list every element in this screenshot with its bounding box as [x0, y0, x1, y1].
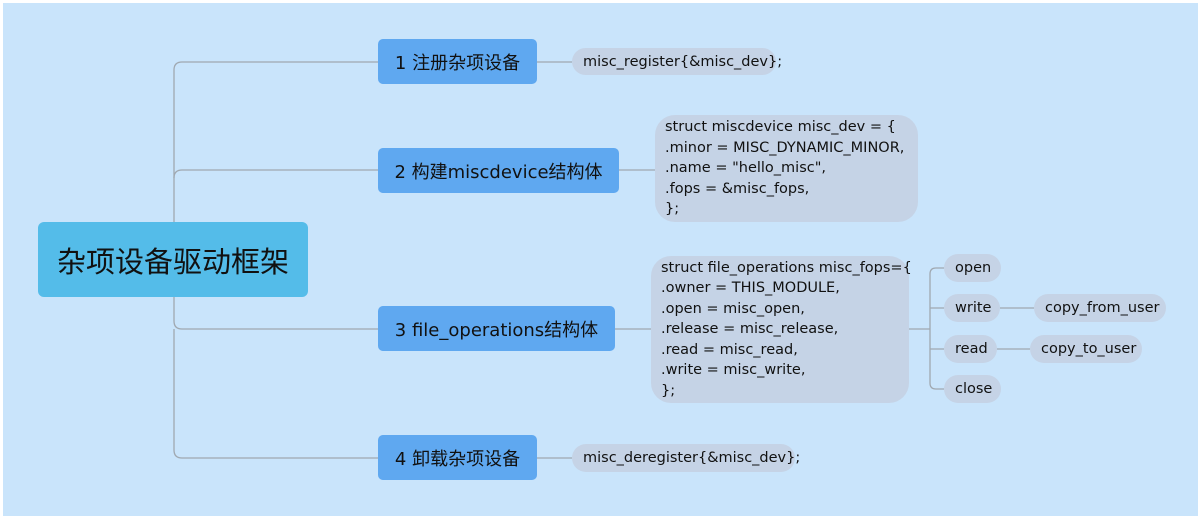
- root-node[interactable]: 杂项设备驱动框架: [38, 222, 308, 297]
- branch-file-operations[interactable]: 3 file_operations结构体: [378, 306, 615, 351]
- branch-miscdevice[interactable]: 2 构建miscdevice结构体: [378, 148, 619, 193]
- child-read[interactable]: read: [944, 335, 997, 363]
- connector-trunk-4: [173, 329, 378, 459]
- connector-trunk-3: [173, 297, 378, 330]
- branch-register[interactable]: 1 注册杂项设备: [378, 39, 537, 84]
- code-line: .read = misc_read,: [661, 341, 798, 358]
- code-line: struct miscdevice misc_dev = {: [665, 119, 896, 136]
- child-close[interactable]: close: [944, 375, 1001, 403]
- connector-trunk-2: [173, 169, 378, 179]
- child-copy-to-user[interactable]: copy_to_user: [1030, 335, 1142, 363]
- leaf-miscdevice-code[interactable]: struct miscdevice misc_dev = { .minor = …: [655, 115, 918, 222]
- code-line: .write = misc_write,: [661, 362, 806, 379]
- code-line: .name = "hello_misc",: [665, 160, 827, 177]
- code-line: struct file_operations misc_fops={: [661, 259, 912, 276]
- code-line: .owner = THIS_MODULE,: [661, 280, 840, 297]
- child-write[interactable]: write: [944, 294, 1000, 322]
- leaf-misc-register[interactable]: misc_register{&misc_dev};: [572, 48, 782, 75]
- code-line: };: [665, 201, 680, 218]
- child-copy-from-user[interactable]: copy_from_user: [1034, 294, 1166, 322]
- connector-trunk-1: [173, 61, 378, 222]
- branch-deregister[interactable]: 4 卸载杂项设备: [378, 435, 537, 480]
- code-line: .release = misc_release,: [661, 321, 839, 338]
- child-open[interactable]: open: [944, 254, 1001, 282]
- leaf-misc-deregister[interactable]: misc_deregister{&misc_dev};: [572, 444, 800, 472]
- leaf-fops-code[interactable]: struct file_operations misc_fops={ .owne…: [651, 256, 912, 403]
- code-line: .open = misc_open,: [661, 300, 805, 317]
- connector-fops-children: [909, 267, 944, 390]
- code-line: };: [661, 382, 676, 399]
- code-line: .minor = MISC_DYNAMIC_MINOR,: [665, 139, 905, 156]
- code-line: .fops = &misc_fops,: [665, 180, 810, 197]
